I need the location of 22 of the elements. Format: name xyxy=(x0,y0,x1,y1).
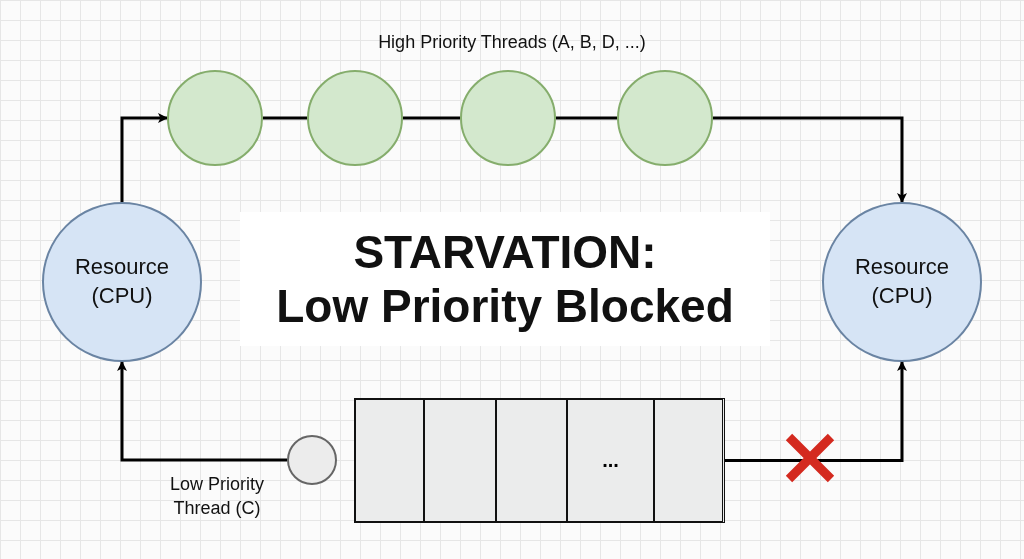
connector-line xyxy=(556,116,617,120)
queue-slot xyxy=(654,399,724,522)
queue-slot xyxy=(496,399,567,522)
arrow xyxy=(713,116,907,203)
queue-box xyxy=(354,398,725,523)
resource-circle xyxy=(42,202,202,362)
thread-circle xyxy=(287,435,337,485)
queue-slot xyxy=(424,399,496,522)
node-label: Resource (CPU) xyxy=(73,253,171,310)
arrow xyxy=(117,361,287,462)
node-label: ... xyxy=(602,449,619,472)
queue-slot xyxy=(567,399,654,522)
connector-line xyxy=(403,116,460,120)
queue-slot xyxy=(355,399,424,522)
group-label: High Priority Threads (A, B, D, ...) xyxy=(377,32,647,53)
arrow xyxy=(120,113,168,202)
thread-label: Low Priority Thread (C) xyxy=(169,473,265,521)
arrow xyxy=(725,361,907,462)
connector-line xyxy=(263,116,307,120)
resource-circle xyxy=(822,202,982,362)
node-label: Resource (CPU) xyxy=(853,253,951,310)
diagram-title: STARVATION: Low Priority Blocked xyxy=(275,225,735,334)
